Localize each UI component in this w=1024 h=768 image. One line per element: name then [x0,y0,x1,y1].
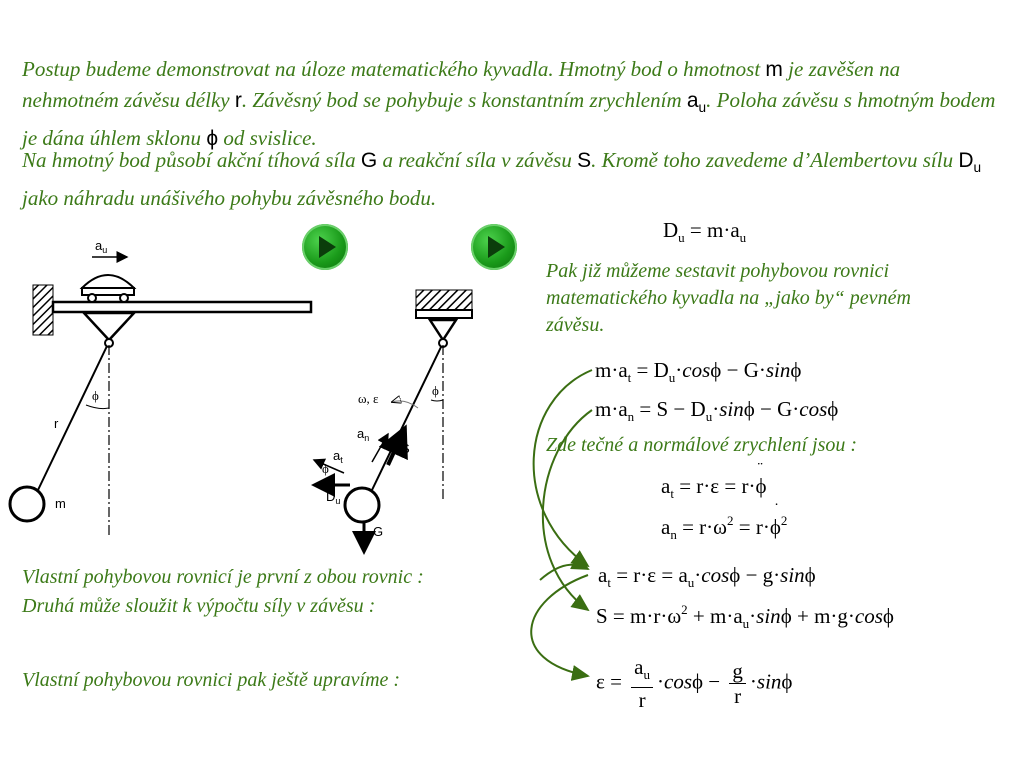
phi-label: ϕ [92,388,99,403]
intro-paragraph-1: Postup budeme demonstrovat na úloze mate… [22,57,996,151]
equation-an: an = r·ω2 = r·ϕ˙2 [661,501,788,542]
ceiling-hatch [415,289,473,311]
cart-wheel [119,293,129,303]
intro-paragraph-2: Na hmotný bod působí akční tíhová síla G… [22,148,982,211]
ceiling-bar [415,309,473,319]
pendulum-rod [371,346,442,491]
pivot-triangle [81,311,137,342]
connector-arrow-2 [541,409,593,612]
du-label: Du [326,489,340,506]
pendulum-mass [343,486,381,524]
omega-eps-label: ω, ε [358,391,379,406]
at-arrow [312,458,345,474]
equation-motion: at = r·ε = au·cosϕ − g·sinϕ [598,563,816,590]
at-label: at [333,448,343,465]
tangent-text: Zde tečné a normálové zrychlení jsou : [546,434,858,456]
cart-body [81,287,135,296]
connector-arrow-4 [530,574,590,681]
wall-hatch [32,284,54,336]
right-pendulum: ω, ε ϕ an S at ϕ Du G [311,289,473,555]
g-label: G [373,524,383,539]
omega-arc [392,401,419,409]
motion-text-2: Druhá může sloužit k výpočtu síly v závě… [22,595,376,617]
phi-label: ϕ [432,383,439,398]
adjust-text: Vlastní pohybovou rovnici pak ještě upra… [22,669,401,691]
equation-normal: m·an = S − Du·sinϕ − G·cosϕ [595,397,839,424]
s-arrow [378,424,408,466]
left-pendulum: au ϕ r m [8,238,313,535]
play-button-2[interactable] [471,224,517,270]
cart-dome [79,274,137,289]
an-label: an [357,426,369,443]
pendulum-rod [37,345,108,491]
phi-label-small: ϕ [322,461,329,476]
angle-arc [430,399,444,402]
motion-text-1: Vlastní pohybovou rovnicí je první z obo… [22,566,424,588]
connector-arrow-3 [539,554,590,581]
an-arrow [371,432,389,463]
r-label: r [54,416,59,431]
rail [51,300,313,314]
equation-force: S = m·r·ω2 + m·au·sinϕ + m·g·cosϕ [596,602,894,631]
equation-at: at = r·ε = r·ϕ¨ [661,460,767,501]
equation-d-alembert: Du = m·au [663,218,747,245]
pendulum-mass [8,485,46,523]
s-label: S [401,441,410,456]
pivot-triangle [427,318,459,343]
play-button-1[interactable] [302,224,348,270]
connector-arrow-1 [532,369,593,568]
connector-arrows [530,369,593,681]
side-text: Pak již můžeme sestavit pohybovou rovnic… [546,260,911,336]
cart-wheel [87,293,97,303]
equation-tangential: m·at = Du·cosϕ − G·sinϕ [595,358,802,385]
angle-arc [85,404,110,410]
m-label: m [55,496,66,511]
au-label: au [95,238,107,255]
